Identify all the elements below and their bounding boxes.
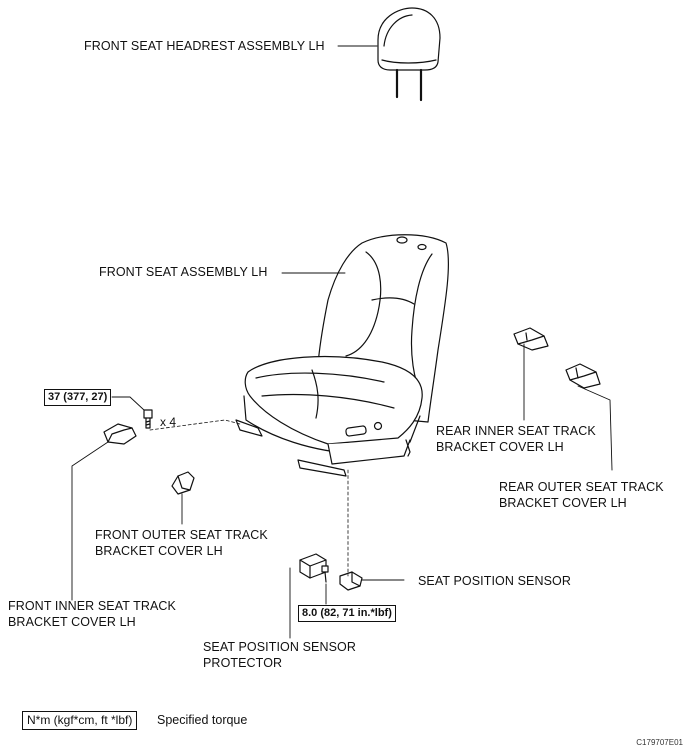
label-front-inner-line2: BRACKET COVER LH: [8, 615, 136, 629]
label-front-inner-line1: FRONT INNER SEAT TRACK: [8, 599, 176, 613]
label-headrest: FRONT SEAT HEADREST ASSEMBLY LH: [84, 39, 325, 53]
seat-drawing: [235, 234, 450, 477]
front-inner-bracket-cover-part: [103, 423, 137, 445]
label-rear-outer-line2: BRACKET COVER LH: [499, 496, 627, 510]
torque-callout-bolt: 37 (377, 27): [44, 389, 112, 406]
sensor-screw-part: [321, 565, 329, 583]
label-rear-inner-line2: BRACKET COVER LH: [436, 440, 564, 454]
rear-outer-bracket-cover-part: [565, 363, 601, 389]
legend-unit-box: N*m (kgf*cm, ft *lbf): [22, 711, 138, 730]
legend-description: Specified torque: [157, 713, 248, 727]
label-seat-position-sensor: SEAT POSITION SENSOR: [418, 574, 571, 588]
label-front-outer-line1: FRONT OUTER SEAT TRACK: [95, 528, 268, 542]
figure-id: C179707E01: [636, 738, 683, 747]
installation-paths: [149, 419, 349, 577]
seat-position-sensor-part: [339, 571, 363, 591]
label-front-outer-line2: BRACKET COVER LH: [95, 544, 223, 558]
label-seat-assembly: FRONT SEAT ASSEMBLY LH: [99, 265, 268, 279]
sensor-protector-part: [299, 553, 327, 579]
torque-callout-sensor-screw: 8.0 (82, 71 in.*lbf): [298, 605, 396, 622]
headrest-drawing: [377, 7, 441, 102]
rear-inner-bracket-cover-part: [513, 327, 549, 351]
label-rear-inner-line1: REAR INNER SEAT TRACK: [436, 424, 596, 438]
leader-lines: [71, 45, 613, 639]
bolt-part: [143, 409, 153, 429]
front-outer-bracket-cover-part: [171, 471, 195, 495]
label-rear-outer-line1: REAR OUTER SEAT TRACK: [499, 480, 664, 494]
bolt-quantity: x 4: [160, 415, 177, 429]
label-protector-line2: PROTECTOR: [203, 656, 283, 670]
label-protector-line1: SEAT POSITION SENSOR: [203, 640, 356, 654]
